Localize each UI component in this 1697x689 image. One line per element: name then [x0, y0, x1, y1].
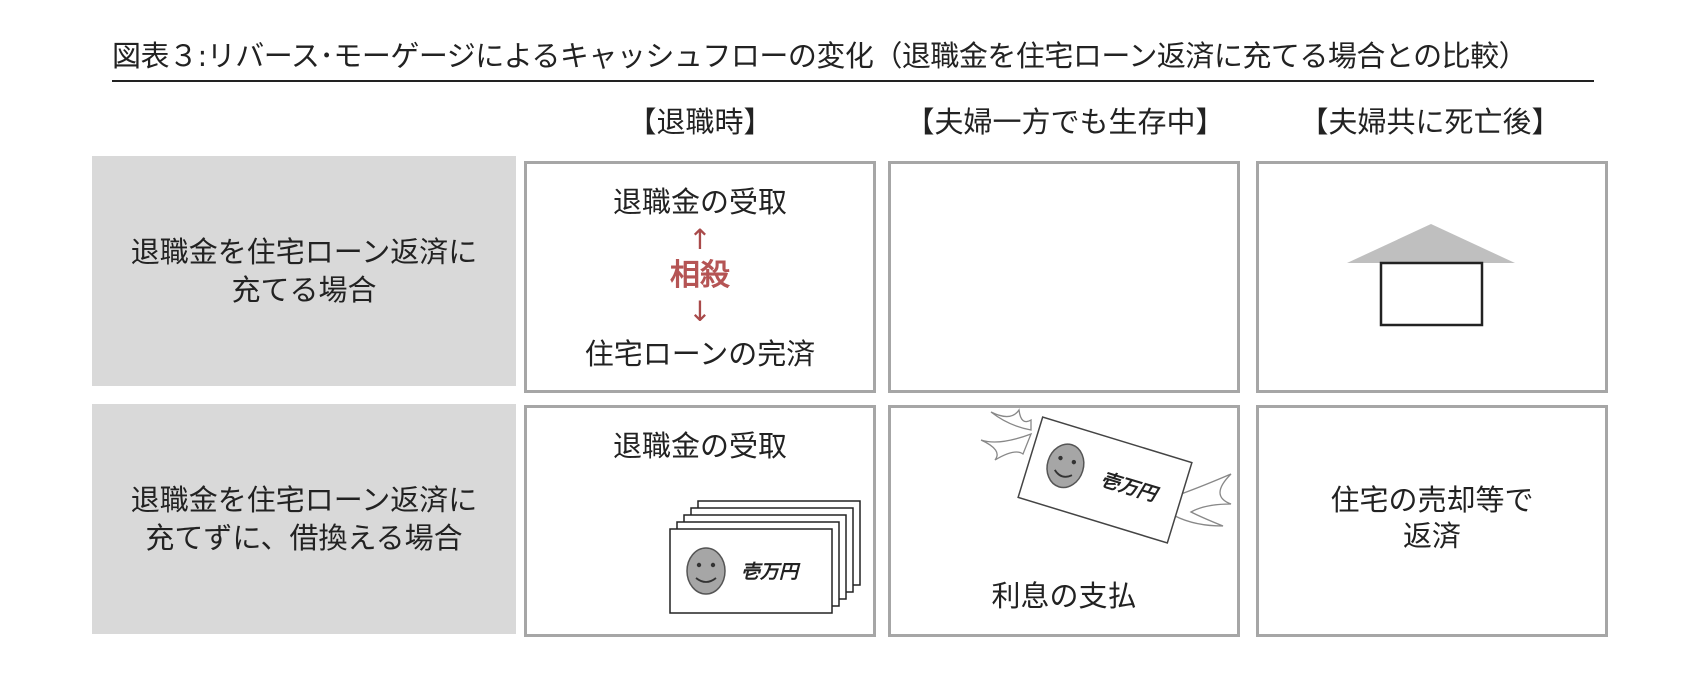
column-header-retirement: 【退職時】 [627, 105, 773, 139]
repay-by-sale-text: 返済 [1402, 519, 1461, 553]
smiley-face-icon [686, 547, 726, 595]
banknote-stack-icon: 壱万円 [669, 500, 861, 614]
row-label-repay-with-severance: 退職金を住宅ローン返済に 充てる場合 [92, 156, 516, 386]
row-label-refinance: 退職金を住宅ローン返済に 充てずに、借換える場合 [92, 404, 516, 634]
severance-received-text: 退職金の受取 [612, 185, 787, 219]
banknote: 壱万円 [1017, 416, 1193, 544]
repay-by-sale-text: 住宅の売却等で [1330, 483, 1534, 517]
arrow-down-icon: ↓ [688, 295, 712, 328]
row-label-line: 充てる場合 [231, 273, 377, 307]
figure-title: 図表３:リバース･モーゲージによるキャッシュフローの変化（退職金を住宅ローン返済… [112, 36, 1594, 82]
flying-banknote-icon: 壱万円 [980, 408, 1232, 544]
wing-right [1174, 473, 1232, 527]
offset-label: 相殺 [670, 258, 730, 293]
row-label-line: 充てずに、借換える場合 [145, 521, 463, 555]
house-body [1379, 261, 1484, 327]
cell-row2-retirement: 退職金の受取 壱万円 [524, 405, 876, 637]
house-icon [1347, 224, 1515, 327]
wing-left-lower [980, 432, 1033, 461]
row-label-line: 退職金を住宅ローン返済に [130, 235, 478, 269]
arrow-up-icon: ↑ [688, 223, 712, 256]
cell-row1-alive [888, 161, 1240, 393]
row-label-line: 退職金を住宅ローン返済に [130, 483, 478, 517]
house-roof [1347, 224, 1515, 263]
severance-received-text: 退職金の受取 [612, 429, 787, 463]
cell-row2-after-death: 住宅の売却等で 返済 [1256, 405, 1608, 637]
smiley-face-icon [1046, 443, 1085, 489]
column-header-after-death: 【夫婦共に死亡後】 [1299, 105, 1561, 139]
wing-left [990, 408, 1032, 431]
cell-row1-after-death [1256, 161, 1608, 393]
cell-row1-retirement: 退職金の受取 ↑ 相殺 ↓ 住宅ローンの完済 [524, 161, 876, 393]
cell-row2-alive: 壱万円 利息の支払 [888, 405, 1240, 637]
loan-paid-off-text: 住宅ローンの完済 [584, 337, 816, 371]
interest-payment-text: 利息の支払 [991, 579, 1137, 613]
banknote-label: 壱万円 [741, 561, 801, 583]
column-header-alive: 【夫婦一方でも生存中】 [905, 105, 1225, 139]
